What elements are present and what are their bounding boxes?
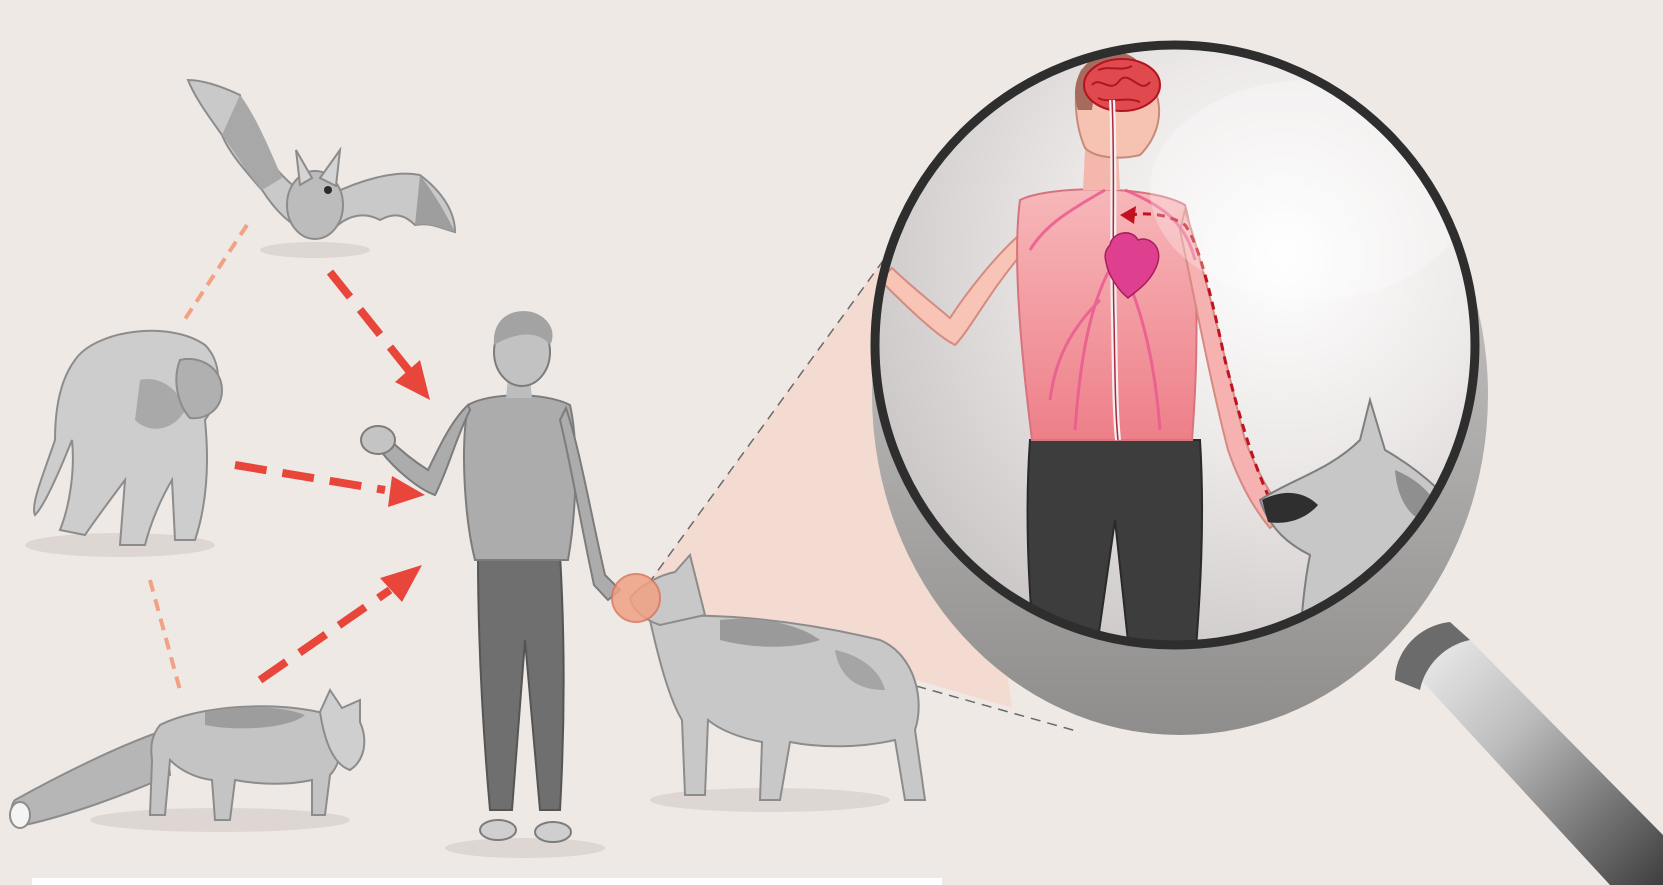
human-fist [361,426,395,454]
fox [10,690,364,832]
bat-right-wing-panel [415,175,455,232]
spillover-arrow-fox [260,565,422,680]
spillover-arrow-bat [330,272,430,400]
fox-tail-tip [10,802,30,828]
spillover-arrow-monkey [235,465,425,507]
bottom-strip [32,878,942,885]
human-foot-right [535,822,571,842]
monkey [25,331,222,557]
link-monkey-fox [150,580,180,690]
human-shadow [445,838,605,858]
brain [1084,59,1160,111]
bite-site-glow [612,574,660,622]
bat-shadow [260,242,370,258]
human-foot-left [480,820,516,840]
bat [188,80,455,258]
bat-eye [324,186,332,194]
lens-sheen [1150,80,1470,300]
link-bat-monkey [183,225,247,322]
human-torso [464,395,576,560]
bat-ear-left [296,150,312,185]
bat-ear-right [320,150,340,186]
magnifier-handle [1410,632,1663,885]
human-legs [478,555,564,810]
magnifier [872,45,1663,885]
